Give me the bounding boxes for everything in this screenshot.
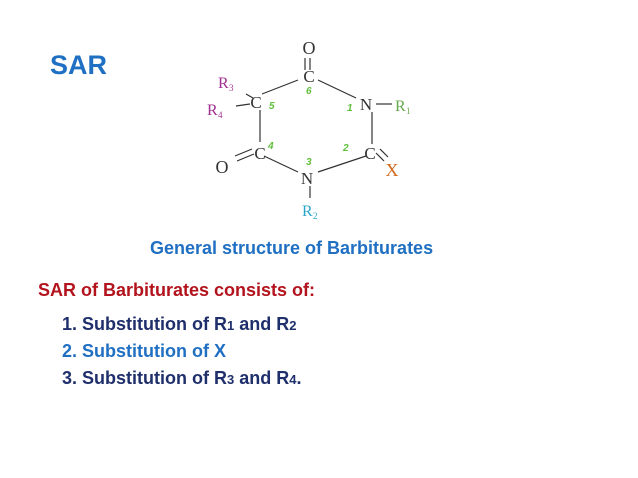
r2-label: R	[302, 203, 313, 220]
r2-subscript: 2	[313, 211, 318, 221]
r3-label-group: R 3	[218, 75, 234, 93]
point-2: 2. Substitution of X	[62, 341, 226, 361]
position-6-number: 6	[306, 86, 312, 97]
point-1-sub2: 2	[289, 318, 297, 333]
r1-label: R	[395, 98, 406, 115]
sar-intro-heading: SAR of Barbiturates consists of:	[38, 280, 316, 300]
point-1-sub1: 1	[226, 318, 235, 333]
carbon-2-atom: C	[364, 144, 375, 163]
point-1-mid: and R	[234, 314, 290, 334]
position-5-number: 5	[269, 101, 275, 112]
r4-subscript: 4	[218, 110, 223, 120]
point-3: 3. Substitution of R3 and R4.	[62, 368, 301, 389]
r4-label: R	[207, 102, 218, 119]
nitrogen-3-atom: N	[301, 169, 313, 188]
r3-subscript: 3	[229, 83, 234, 93]
oxygen-left-atom: O	[216, 157, 229, 177]
point-1-prefix: 1. Substitution of R	[62, 314, 227, 334]
carbon-6-atom: C	[303, 67, 314, 86]
oxygen-top-atom: O	[303, 38, 316, 58]
position-4-number: 4	[267, 141, 274, 152]
ring-position-numbers: 1 2 3 4 5 6	[267, 86, 353, 168]
r1-label-group: R 1	[395, 98, 411, 116]
r3-label: R	[218, 75, 229, 92]
barbiturate-structure-diagram: O C C N C C N O X R 3 R 4 R 1 R 2 1 2 3 …	[207, 38, 411, 221]
position-3-number: 3	[306, 157, 312, 168]
point-3-mid: and R	[234, 368, 290, 388]
r4-label-group: R 4	[207, 102, 223, 120]
point-1: 1. Substitution of R1 and R2	[62, 314, 296, 335]
structure-caption: General structure of Barbiturates	[150, 238, 434, 258]
point-3-sub2: 4	[289, 372, 297, 387]
point-3-prefix: 3. Substitution of R	[62, 368, 227, 388]
position-2-number: 2	[342, 143, 349, 154]
r2-label-group: R 2	[302, 203, 318, 221]
carbon-4-atom: C	[254, 144, 265, 163]
x-substituent-atom: X	[386, 160, 399, 180]
bond-lines	[234, 58, 392, 198]
carbon-5-atom: C	[250, 93, 261, 112]
position-1-number: 1	[347, 103, 353, 114]
slide-title: SAR	[50, 50, 108, 80]
nitrogen-1-atom: N	[360, 95, 372, 114]
r1-subscript: 1	[406, 106, 411, 116]
point-3-suffix: .	[296, 368, 302, 388]
point-3-sub1: 3	[226, 372, 235, 387]
